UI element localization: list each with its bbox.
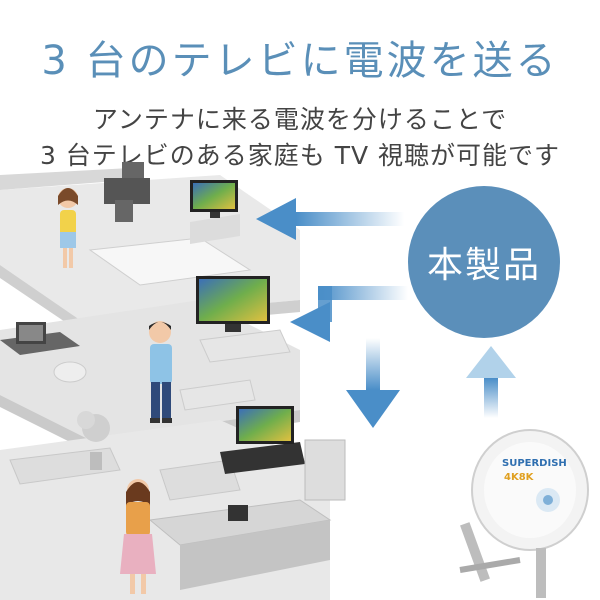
signal-arrow-top (256, 198, 404, 240)
description-line-1: アンテナに来る電波を分けることで (92, 105, 508, 134)
tv-bottom (236, 406, 294, 444)
headline: 3 台のテレビに電波を送る (41, 38, 559, 84)
signal-arrow-from-dish (466, 346, 516, 418)
signal-arrow-middle (290, 286, 408, 342)
person-girl (58, 188, 78, 268)
tv-top (190, 180, 238, 218)
tv-middle (196, 276, 270, 332)
signal-arrow-bottom (346, 338, 400, 428)
dish-brand-text: SUPERDISH (502, 458, 567, 469)
person-woman (120, 479, 156, 594)
dish-logo-text: 4K8K (504, 472, 535, 483)
floor-bottom (0, 411, 346, 600)
person-man (149, 321, 172, 423)
satellite-dish (459, 429, 589, 598)
product-badge: 本製品 (408, 186, 560, 338)
